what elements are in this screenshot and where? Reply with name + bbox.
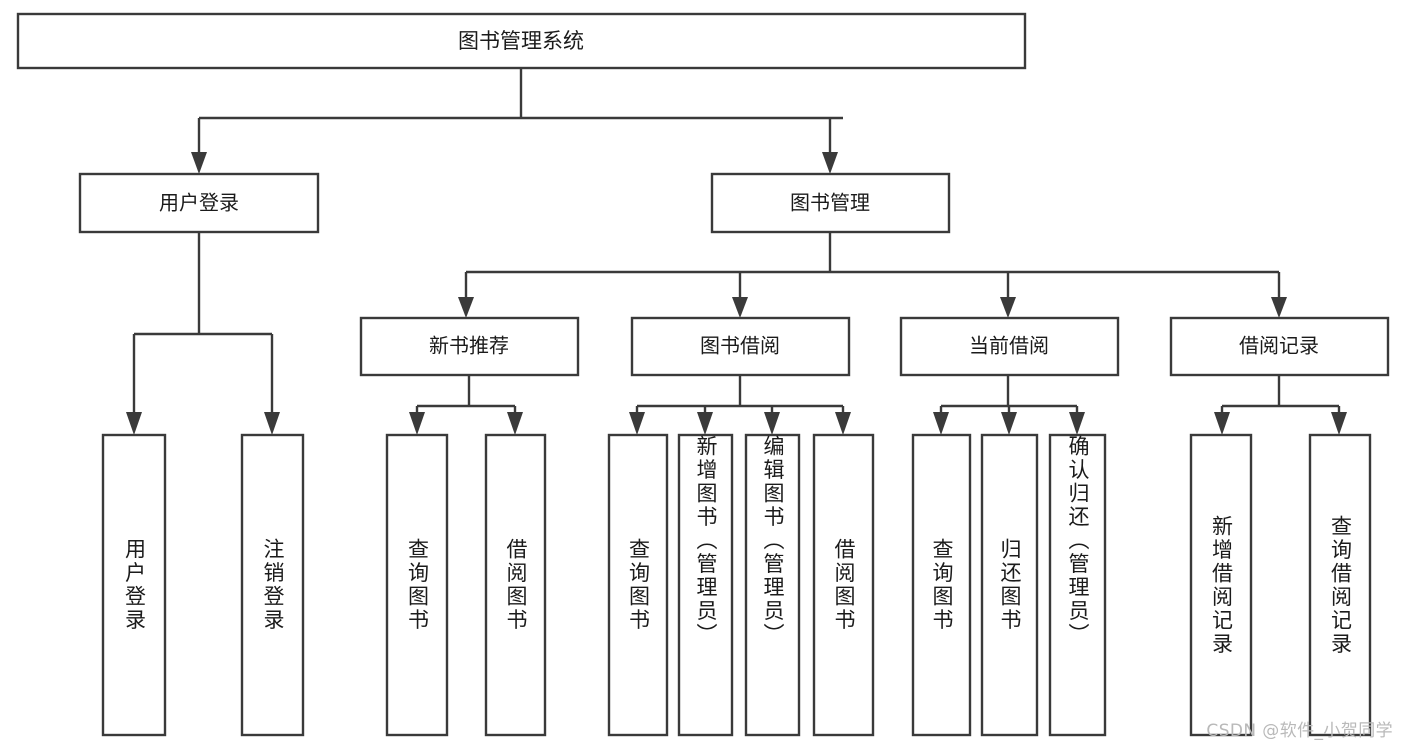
leaf-box-return-book[interactable] [980,433,1039,737]
leaf-box-confirm-return[interactable] [1048,433,1107,737]
csdn-watermark: CSDN @软件_小贺同学 [1206,721,1393,741]
leaf-box-borrow-book-2[interactable] [812,433,875,737]
node-current-borrow-label: 当前借阅 [969,334,1049,358]
leaf-box-edit-book[interactable] [744,433,801,737]
leaf-box-query-book-2[interactable] [607,433,669,737]
connector-currentborrow-to-leaves [933,375,1085,435]
leaf-boxes-book-borrow [607,433,875,737]
connector-newbook-to-leaves [409,375,523,435]
node-new-book-recommend[interactable]: 新书推荐 [359,316,580,377]
node-book-borrow[interactable]: 图书借阅 [630,316,851,377]
leaf-box-query-book-1[interactable] [385,433,449,737]
leaf-box-add-book[interactable] [677,433,734,737]
connector-bookmanage-to-level3 [458,232,1287,318]
node-root-label: 图书管理系统 [458,29,584,53]
leaf-box-query-book-3[interactable] [911,433,972,737]
connector-root-to-level2 [191,68,843,174]
connector-bookborrow-to-leaves [629,375,851,435]
node-book-manage-label: 图书管理 [790,191,870,215]
leaf-boxes-borrow-record [1189,433,1372,737]
leaf-box-logout-login[interactable] [240,433,305,737]
node-current-borrow[interactable]: 当前借阅 [899,316,1120,377]
leaf-box-query-record[interactable] [1308,433,1372,737]
leaf-box-add-record[interactable] [1189,433,1253,737]
node-book-manage[interactable]: 图书管理 [710,172,951,234]
connector-userlogin-to-leaves [126,232,280,435]
node-borrow-record[interactable]: 借阅记录 [1169,316,1390,377]
connector-borrowrecord-to-leaves [1214,375,1347,435]
node-new-book-recommend-label: 新书推荐 [429,334,509,358]
node-borrow-record-label: 借阅记录 [1239,334,1319,358]
node-user-login[interactable]: 用户登录 [78,172,320,234]
leaf-box-user-login[interactable] [101,433,167,737]
leaf-boxes-current-borrow [911,433,1107,737]
node-user-login-label: 用户登录 [159,191,239,215]
leaf-box-borrow-book-1[interactable] [484,433,547,737]
leaf-boxes-user-login [101,433,305,737]
leaf-boxes-new-book-recommend [385,433,547,737]
node-book-borrow-label: 图书借阅 [700,334,780,358]
node-root[interactable]: 图书管理系统 [16,12,1027,70]
